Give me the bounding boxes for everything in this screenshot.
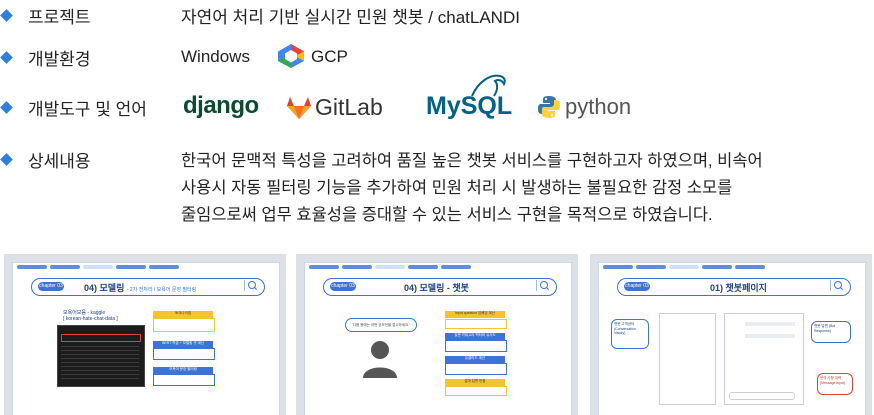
dataset-subtitle: [ korean-hate-chat-data ] xyxy=(63,316,118,322)
slide-title: 04) 모델링 - 2차 전처리 / 모욕어 문장 필터링 xyxy=(84,281,196,294)
gitlab-fox-icon xyxy=(287,97,311,119)
slide-thumbnail-1: chapter 03 04) 모델링 - 2차 전처리 / 모욕어 문장 필터링… xyxy=(4,254,286,415)
slide-title-text: 04) 모델링 xyxy=(84,283,125,293)
slide-tabbar xyxy=(603,265,765,271)
search-icon xyxy=(244,280,259,291)
speech-bubble: "다음 봄에는 어떤 공모전을 접수하세요." xyxy=(345,318,417,332)
step-desc-box xyxy=(445,319,507,329)
slide: chapter 03 04) 모델링 - 2차 전처리 / 모욕어 문장 필터링… xyxy=(12,262,280,415)
row-label: 개발환경 xyxy=(28,49,91,69)
row-value: 자연어 처리 기반 실시간 민원 챗봇 / chatLANDI xyxy=(181,7,520,27)
slide-subtitle: - 2차 전처리 / 모욕어 문장 필터링 xyxy=(126,287,197,293)
search-icon xyxy=(536,280,551,291)
step-desc-box xyxy=(153,374,215,386)
slide-title-text: 04) 모델링 xyxy=(404,283,445,293)
step-box: 모욕어 문장 필터링 xyxy=(153,367,213,374)
mysql-logo: MySQL xyxy=(426,92,513,120)
dataset-table-image xyxy=(57,325,145,387)
chat-history-panel xyxy=(659,313,716,405)
step-box: 토크나이징 xyxy=(153,311,213,318)
chapter-chip: chapter 03 xyxy=(330,282,356,291)
slide-header: chapter 03 01) 챗봇페이지 xyxy=(617,278,851,296)
step-desc-box xyxy=(153,348,215,360)
slide-title: 04) 모델링 - 챗봇 xyxy=(404,281,469,294)
slide-title-text: 01) 챗봇페이지 xyxy=(710,283,767,293)
step-box: 질문 카테고리 벡터와 유사도 xyxy=(445,333,505,340)
step-desc-box xyxy=(445,386,507,396)
step-box: Input question 임베딩 계산 xyxy=(445,311,505,318)
search-icon xyxy=(830,280,845,291)
slide-tabbar xyxy=(309,265,471,271)
dataset-label: 모욕어모음 - kaggle [ korean-hate-chat-data ] xyxy=(63,309,143,322)
note-bubble: 챗봇 고객센터 (Conversation history) xyxy=(611,319,649,349)
slide-thumbnail-3: chapter 03 01) 챗봇페이지 챗봇 고객센터 (Conversati… xyxy=(590,254,872,415)
step-desc-box xyxy=(445,340,507,352)
dataset-title: 모욕어모음 - kaggle xyxy=(63,310,106,316)
step-desc-box xyxy=(153,318,215,332)
slide-thumbnail-2: chapter 03 04) 모델링 - 챗봇 "다음 봄에는 어떤 공모전을 … xyxy=(296,254,578,415)
chapter-chip: chapter 03 xyxy=(38,282,64,291)
windows-label: Windows xyxy=(181,47,250,66)
gitlab-logo: GitLab xyxy=(315,94,383,120)
note-bubble: 문의 사항 입력 (Message Input) xyxy=(817,373,853,395)
row-environment: 개발환경 Windows GCP xyxy=(0,42,874,72)
slide-header: chapter 03 04) 모델링 - 챗봇 xyxy=(323,278,557,296)
row-project: 프로젝트 자연어 처리 기반 실시간 민원 챗봇 / chatLANDI xyxy=(0,0,874,30)
step-box: BERT 학습 + 모델링 셋 계산 xyxy=(153,341,213,348)
row-tools: 개발도구 및 언어 django GitLab MySQL python xyxy=(0,74,874,122)
python-logo: python xyxy=(565,94,632,119)
chapter-chip: chapter 03 xyxy=(624,282,650,291)
details-line: 한국어 문맥적 특성을 고려하여 품질 높은 챗봇 서비스를 구현하고자 하였으… xyxy=(181,152,763,170)
slide-header: chapter 03 04) 모델링 - 2차 전처리 / 모욕어 문장 필터링 xyxy=(31,278,265,296)
row-label: 개발도구 및 언어 xyxy=(28,99,147,119)
slide-subtitle: - 챗봇 xyxy=(446,283,469,293)
slide: chapter 03 04) 모델링 - 챗봇 "다음 봄에는 어떤 공모전을 … xyxy=(304,262,572,415)
details-line: 줄임으로써 업무 효율성을 증대할 수 있는 서비스 구현을 목적으로 하였습니… xyxy=(181,206,713,224)
django-logo: django xyxy=(183,92,259,119)
step-box: 유클리드 계산 xyxy=(445,356,505,363)
step-desc-box xyxy=(445,363,507,375)
bullet-icon xyxy=(0,100,13,114)
row-details: 상세내용 xyxy=(0,144,874,174)
bullet-icon xyxy=(0,8,13,22)
slide: chapter 03 01) 챗봇페이지 챗봇 고객센터 (Conversati… xyxy=(598,262,866,415)
slide-tabbar xyxy=(17,265,179,271)
bullet-icon xyxy=(0,50,13,64)
details-line: 사용시 자동 필터링 기능을 추가하여 민원 처리 시 발생하는 불필요한 감정… xyxy=(181,179,733,197)
step-box: 결과 답변 반환 xyxy=(445,379,505,386)
note-bubble: 챗봇 답변 (Bot Response) xyxy=(811,321,851,343)
user-avatar-icon xyxy=(363,341,397,378)
row-label: 프로젝트 xyxy=(28,7,91,27)
python-icon xyxy=(538,96,560,118)
row-label: 상세내용 xyxy=(28,151,91,171)
gcp-logo-icon xyxy=(278,44,304,68)
gcp-label: GCP xyxy=(311,47,348,66)
mysql-dolphin-icon xyxy=(471,74,506,97)
chat-window-panel xyxy=(724,313,804,405)
slide-title: 01) 챗봇페이지 xyxy=(710,281,767,294)
details-text: 한국어 문맥적 특성을 고려하여 품질 높은 챗봇 서비스를 구현하고자 하였으… xyxy=(181,148,763,229)
bullet-icon xyxy=(0,152,13,166)
